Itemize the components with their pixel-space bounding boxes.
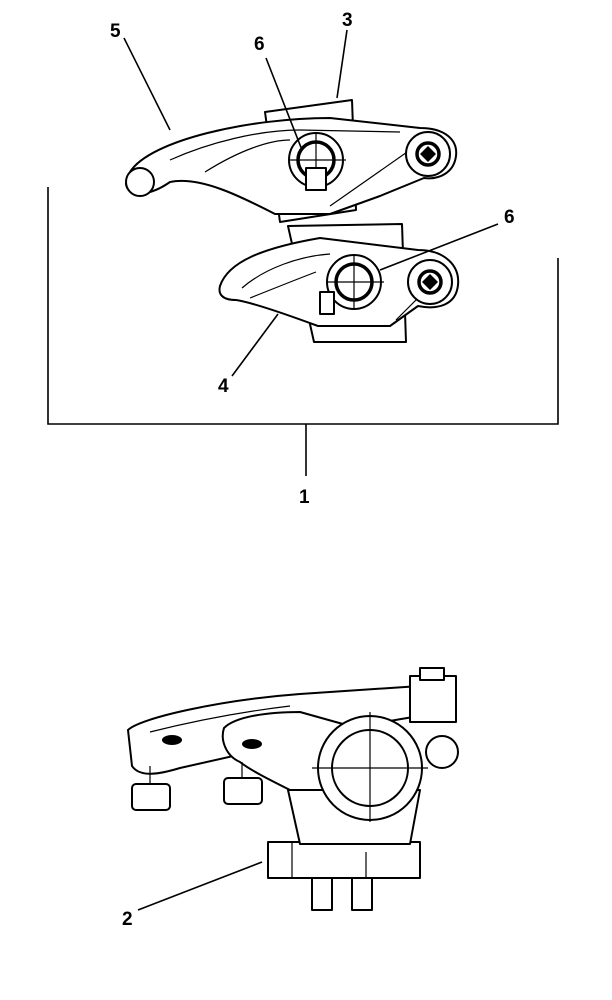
leader-lines xyxy=(123,29,499,911)
callout-5: 5 xyxy=(110,21,121,42)
callout-4: 4 xyxy=(218,376,229,397)
callout-1: 1 xyxy=(299,487,310,508)
callout-2: 2 xyxy=(122,909,133,930)
callout-3: 3 xyxy=(342,10,353,31)
rocker-arm-long xyxy=(125,99,458,223)
rocker-arm-short xyxy=(218,223,460,343)
callout-6-upper: 6 xyxy=(254,34,265,55)
assembly-bracket xyxy=(47,187,559,476)
rocker-assembly-installed xyxy=(127,667,459,911)
callout-6-lower: 6 xyxy=(504,207,515,228)
